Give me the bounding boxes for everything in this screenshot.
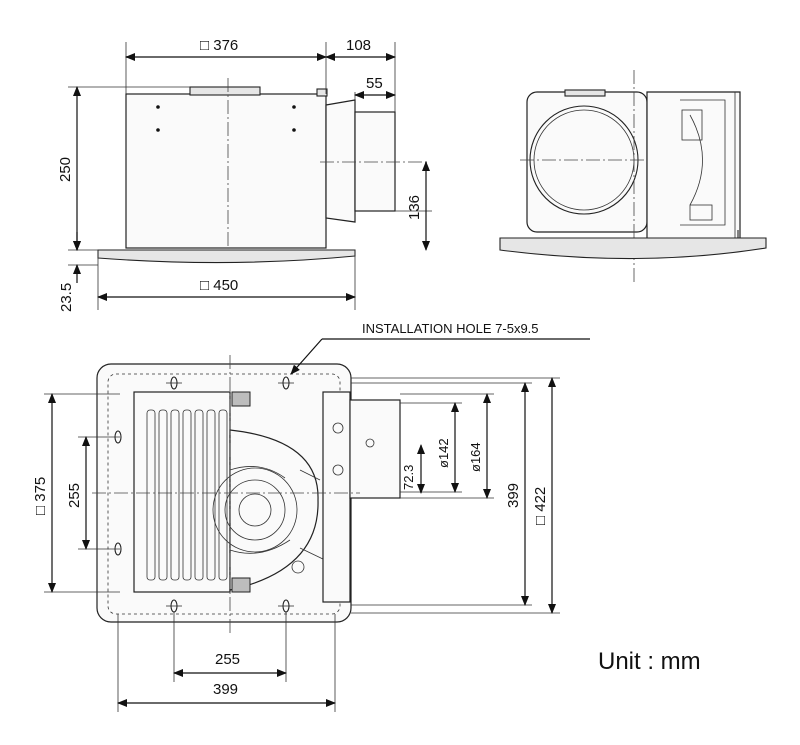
dim-top-width: □ 376 [200, 37, 238, 54]
dim-bottom-hole-horizontal: 255 [215, 651, 240, 668]
bottom-view: □ 375 255 72.3 ø142 ø164 399 □ 422 255 3… [32, 321, 590, 712]
dim-bottom-hole-vertical: 255 [66, 483, 83, 508]
front-view: □ 376 108 55 250 136 23.5 □ 450 [57, 37, 432, 312]
installation-hole-label: INSTALLATION HOLE 7-5x9.5 [362, 321, 539, 336]
unit-label: Unit : mm [598, 648, 701, 675]
dim-duct-diameter-164: ø164 [468, 442, 483, 472]
dim-grille-width: □ 450 [200, 277, 238, 294]
dim-height: 250 [57, 157, 74, 182]
dim-duct-diameter-142: ø142 [436, 438, 451, 468]
dim-bottom-right-422: □ 422 [532, 487, 549, 525]
dim-duct-length: 108 [346, 37, 371, 54]
dim-bottom-right-399: 399 [505, 483, 522, 508]
dim-duct-height: 136 [406, 195, 423, 220]
dim-bottom-width: 399 [213, 681, 238, 698]
louvres [146, 409, 228, 581]
dim-bottom-offset: 72.3 [401, 465, 416, 490]
dim-duct-inner: 55 [366, 75, 383, 92]
side-view [499, 70, 767, 285]
dim-flange-height: 23.5 [58, 283, 75, 312]
dim-bottom-left-side: □ 375 [32, 477, 49, 515]
